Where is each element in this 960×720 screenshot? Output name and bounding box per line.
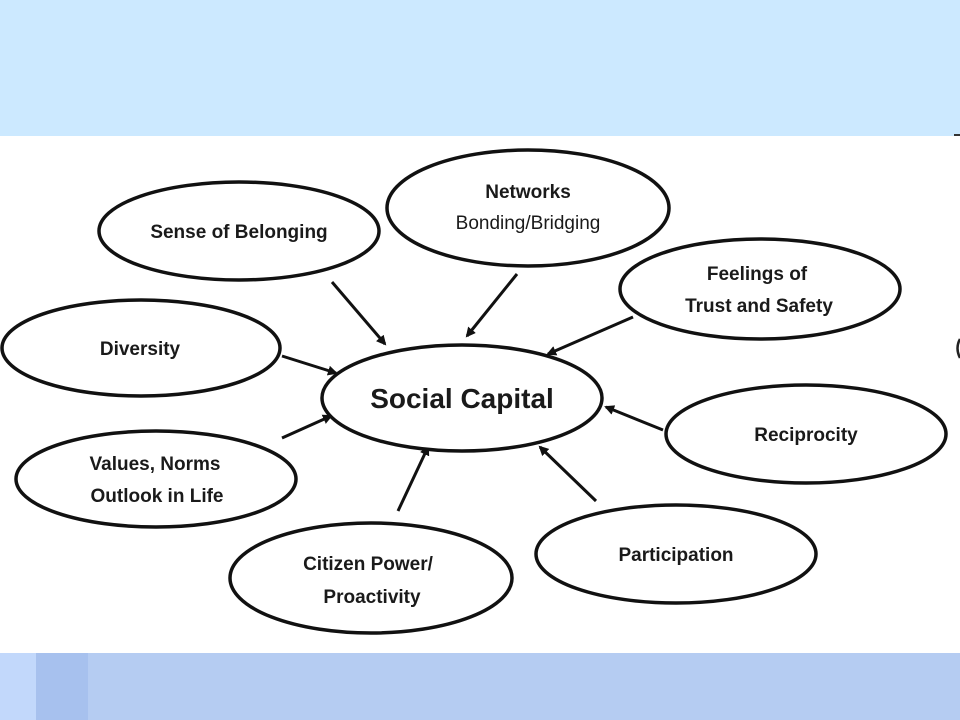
node-label: Outlook in Life bbox=[91, 486, 224, 507]
diagram-canvas: Social Capital Sense of Belonging Networ… bbox=[0, 148, 960, 635]
node-networks: Networks Bonding/Bridging bbox=[385, 148, 671, 268]
arrow-reciprocity bbox=[604, 405, 664, 432]
arrows bbox=[281, 273, 664, 512]
arrow-citizen bbox=[396, 445, 430, 512]
node-label: Networks bbox=[485, 182, 571, 203]
node-label: Proactivity bbox=[323, 587, 421, 608]
center-node: Social Capital bbox=[320, 343, 604, 453]
node-diversity: Diversity bbox=[0, 298, 282, 398]
node-label: Diversity bbox=[100, 339, 181, 360]
center-label: Social Capital bbox=[370, 383, 554, 414]
node-reciprocity: Reciprocity bbox=[664, 383, 948, 485]
arrow-diversity bbox=[281, 354, 338, 376]
node-values-norms: Values, Norms Outlook in Life bbox=[14, 429, 298, 529]
arrow-belonging bbox=[330, 281, 387, 346]
header-band bbox=[0, 0, 960, 136]
node-feelings-of-trust: Feelings of Trust and Safety bbox=[618, 237, 902, 341]
arrow-participation bbox=[538, 445, 598, 503]
edge-glyph bbox=[956, 338, 960, 359]
social-capital-diagram: Social Capital Sense of Belonging Networ… bbox=[0, 136, 960, 653]
node-participation: Participation bbox=[534, 503, 818, 605]
node-label: Citizen Power/ bbox=[303, 554, 434, 575]
edge-mark bbox=[954, 134, 960, 136]
arrow-networks bbox=[465, 273, 519, 338]
arrow-values bbox=[281, 414, 333, 440]
node-label: Values, Norms bbox=[90, 454, 221, 475]
node-label: Feelings of bbox=[707, 264, 808, 285]
node-citizen-power: Citizen Power/ Proactivity bbox=[228, 521, 514, 635]
node-label: Sense of Belonging bbox=[150, 222, 327, 243]
node-label: Reciprocity bbox=[754, 425, 858, 446]
footer-accent-right bbox=[36, 653, 88, 720]
arrow-trust bbox=[546, 315, 634, 356]
node-label: Participation bbox=[618, 545, 733, 566]
node-sense-of-belonging: Sense of Belonging bbox=[97, 180, 381, 282]
footer-accent-left bbox=[0, 653, 36, 720]
node-label: Bonding/Bridging bbox=[456, 213, 601, 234]
node-label: Trust and Safety bbox=[685, 296, 833, 317]
footer-band bbox=[0, 653, 960, 720]
